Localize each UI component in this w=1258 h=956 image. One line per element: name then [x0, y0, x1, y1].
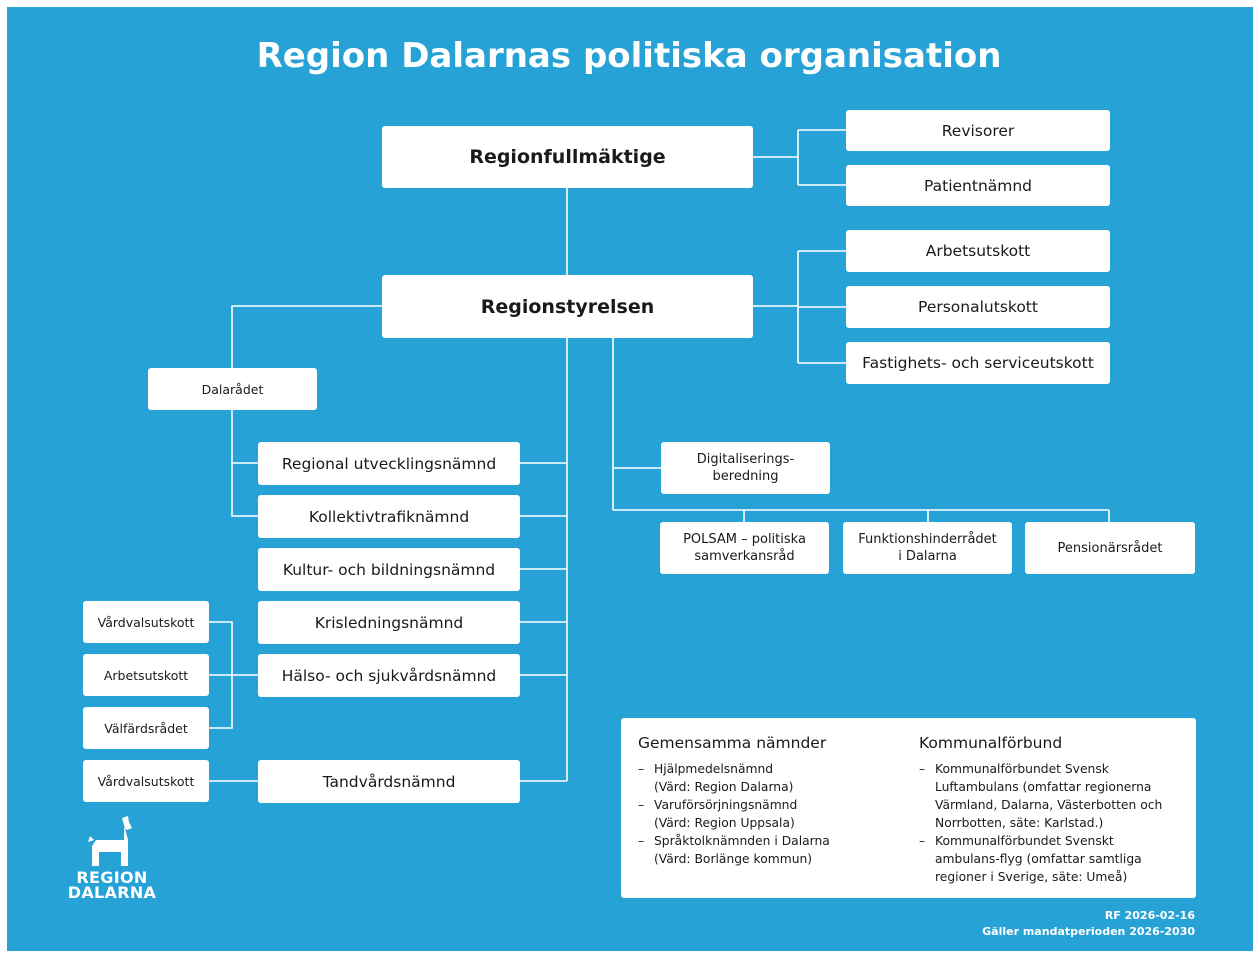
kommunalforbund-item: Kommunalförbundet Svensk Luftambulans (o… [919, 760, 1181, 832]
page-title: Region Dalarnas politiska organisation [256, 36, 1002, 76]
regionstyrelsen-box: Regionstyrelsen [382, 275, 753, 338]
footer-date: RF 2026-02-16 [1104, 909, 1195, 922]
dalaradet-box: Dalarådet [148, 368, 317, 410]
footer-period: Gäller mandatperioden 2026-2030 [982, 925, 1195, 938]
gemensamma-item: Språktolknämnden i Dalarna(Värd: Borläng… [638, 832, 898, 868]
hs-vardvalsutskott-box: Vårdvalsutskott [83, 601, 209, 643]
digital-line1: Digitaliserings- [696, 452, 795, 467]
digitaliseringsberedning-box: Digitaliserings- beredning [661, 442, 830, 494]
gemensamma-item: Hjälpmedelsnämnd(Värd: Region Dalarna) [638, 760, 898, 796]
digital-line2: beredning [712, 469, 779, 484]
funktionshinder-line2: i Dalarna [898, 549, 957, 564]
namnd-kollektivtrafik: Kollektivtrafiknämnd [258, 495, 520, 538]
namnd-tandvard: Tandvårdsnämnd [258, 760, 520, 803]
region-dalarna-logo: REGION DALARNA [62, 816, 162, 902]
namnd-halso-sjukvard: Hälso- och sjukvårdsnämnd [258, 654, 520, 697]
logo-line2: DALARNA [67, 883, 157, 902]
patientnamnd-box: Patientnämnd [846, 165, 1110, 206]
polsam-line1: POLSAM – politiska [683, 532, 806, 547]
regionfullmaktige-box: Regionfullmäktige [382, 126, 753, 188]
funktionshinderradet-box: Funktionshinderrådet i Dalarna [843, 522, 1012, 574]
kommunalforbund-heading: Kommunalförbund [919, 734, 1063, 752]
fastighets-serviceutskott-box: Fastighets- och serviceutskott [846, 342, 1110, 384]
footer: RF 2026-02-16 Gäller mandatperioden 2026… [982, 908, 1195, 940]
personalutskott-box: Personalutskott [846, 286, 1110, 328]
logo-line1: REGION [76, 868, 148, 887]
arbetsutskott-box: Arbetsutskott [846, 230, 1110, 272]
gemensamma-item: Varuförsörjningsnämnd(Värd: Region Uppsa… [638, 796, 898, 832]
polsam-line2: samverkansråd [694, 549, 795, 564]
info-box: Gemensamma nämnder Hjälpmedelsnämnd(Värd… [621, 718, 1196, 898]
gemensamma-heading: Gemensamma nämnder [638, 734, 827, 752]
kommunalforbund-section: Kommunalförbund Kommunalförbundet Svensk… [919, 734, 1181, 886]
gemensamma-namnder-section: Gemensamma nämnder Hjälpmedelsnämnd(Värd… [638, 734, 898, 868]
pensionarsradet-box: Pensionärsrådet [1025, 522, 1195, 574]
polsam-box: POLSAM – politiska samverkansråd [660, 522, 829, 574]
namnd-kultur-bildning: Kultur- och bildningsnämnd [258, 548, 520, 591]
funktionshinder-line1: Funktionshinderrådet [858, 532, 997, 547]
tand-vardvalsutskott-box: Vårdvalsutskott [83, 760, 209, 802]
kommunalforbund-item: Kommunalförbundet Svenskt ambulans-flyg … [919, 832, 1181, 886]
namnd-krisledning: Krisledningsnämnd [258, 601, 520, 644]
dala-horse-icon [88, 816, 132, 866]
revisorer-box: Revisorer [846, 110, 1110, 151]
hs-arbetsutskott-box: Arbetsutskott [83, 654, 209, 696]
namnd-regional-utveckling: Regional utvecklingsnämnd [258, 442, 520, 485]
valfardsradet-box: Välfärdsrådet [83, 707, 209, 749]
